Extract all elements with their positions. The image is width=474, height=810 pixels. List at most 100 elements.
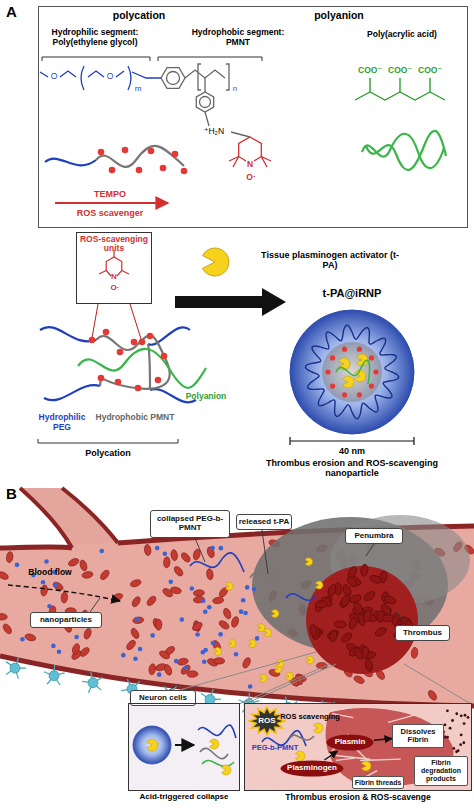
- nanoparticle-dot: [44, 559, 49, 564]
- fibrin-illustration: [431, 757, 453, 775]
- atom-label: O·: [243, 173, 259, 183]
- group-label: COO⁻: [413, 66, 447, 76]
- thrombus-cell: [347, 616, 358, 630]
- leader-line: [90, 530, 410, 690]
- fibrin-illustration: [459, 743, 462, 746]
- nanoparticle-dot: [157, 672, 162, 677]
- callout-box: released t-PA: [236, 514, 292, 530]
- red-blood-cell: [353, 674, 366, 685]
- tempo-dot: [181, 168, 188, 175]
- fibrin-illustration: [262, 707, 470, 786]
- node-text: collapsed PEG-b-PMNT: [151, 515, 229, 533]
- polycation-cartoon: [45, 146, 184, 167]
- thrombus-cell: [309, 624, 317, 637]
- tempo-dot: [131, 339, 138, 346]
- fibrin-illustration: [262, 731, 306, 746]
- red-blood-cell: [206, 568, 214, 580]
- red-blood-cell: [99, 569, 111, 582]
- collapse-illustration: [200, 748, 228, 758]
- thrombus-cell: [405, 625, 413, 638]
- node-text: Neuron cells: [139, 694, 187, 703]
- thrombus-cell: [315, 601, 327, 608]
- nanoparticle-core: [330, 384, 335, 389]
- fibrin-illustration: [449, 727, 452, 730]
- inset-frame: [128, 703, 240, 791]
- fibrin-illustration: [290, 735, 314, 740]
- polycation-cartoon: [45, 159, 96, 166]
- atom-label: O: [49, 72, 59, 82]
- red-blood-cell: [129, 578, 141, 588]
- red-blood-cell: [111, 592, 124, 602]
- peg-structure: [88, 71, 104, 77]
- fibrin-illustration: [444, 736, 447, 739]
- fibrin-illustration: [359, 771, 377, 781]
- nanoparticle-dot: [255, 636, 260, 641]
- red-blood-cell: [163, 557, 170, 568]
- tempo-dot: [89, 337, 96, 344]
- collapse-illustration: [198, 725, 236, 738]
- node-text: ROS: [258, 717, 275, 726]
- fibrin-illustration: [314, 723, 323, 733]
- fibrin-illustration: [444, 723, 447, 726]
- fibrin-illustration: [326, 708, 454, 787]
- annotation-text: Polyanion: [181, 392, 231, 402]
- thrombus-cell: [309, 564, 416, 672]
- polyanion-structure: [370, 78, 430, 92]
- tempo-dot: [89, 329, 168, 392]
- nanoparticle-dot: [31, 573, 36, 578]
- tempo-dot: [109, 167, 116, 174]
- reaction-arrow: [324, 751, 337, 760]
- annotation-text: Polycation: [68, 448, 148, 458]
- red-blood-cell: [180, 551, 192, 563]
- red-blood-cell: [148, 663, 156, 675]
- zoom-line: [245, 664, 336, 704]
- nanoparticle-sphere: [290, 310, 414, 434]
- tempo-dot: [103, 329, 110, 336]
- red-blood-cell: [144, 544, 152, 556]
- fibrin-illustration: [464, 714, 467, 717]
- t-pa-enzyme: [203, 248, 229, 276]
- fibrin-illustration: [362, 761, 371, 771]
- fibrin-illustration: [388, 713, 421, 722]
- polymer-cartoon: [148, 327, 190, 344]
- red-blood-cell: [180, 663, 192, 675]
- polyanion-cartoon: [366, 131, 446, 170]
- fibrin-illustration: [446, 709, 449, 712]
- collapse-illustration: [210, 739, 219, 749]
- annotation-text: Tissue plasminogen activator (t-PA): [260, 250, 400, 270]
- pmnt-structure: [226, 64, 229, 90]
- red-blood-cell: [214, 658, 225, 665]
- thrombus-cell: [326, 583, 337, 597]
- subscript: m: [133, 85, 143, 94]
- node-text: nanoparticles: [40, 616, 92, 625]
- neuron-cell: [127, 684, 137, 694]
- blood-vessel: [0, 488, 474, 706]
- node-text: Plasminogen: [287, 764, 337, 773]
- nanoparticle-dot: [225, 582, 233, 590]
- red-blood-cell: [170, 549, 178, 561]
- collapse-illustration: [133, 725, 236, 775]
- nanoparticle-dot: [248, 684, 253, 689]
- thrombus-cell: [334, 621, 346, 628]
- red-blood-cell: [193, 589, 204, 596]
- node-text: ROS-scavenging units: [78, 235, 150, 254]
- blood-vessel: [20, 488, 118, 548]
- red-blood-cell: [67, 557, 80, 568]
- red-blood-cell: [71, 643, 81, 656]
- red-blood-cell: [132, 616, 144, 624]
- collapse-illustration: [147, 739, 158, 751]
- nanoparticle-core: [369, 384, 374, 389]
- collapse-illustration: [175, 744, 194, 746]
- inset-background: [128, 703, 240, 791]
- thrombus-cell: [364, 659, 374, 672]
- annotation-text: Hydrophilic segment: Poly(ethylene glyco…: [36, 28, 154, 47]
- red-blood-cell: [79, 559, 88, 571]
- zoom-line: [404, 664, 471, 704]
- red-blood-cell: [0, 570, 10, 581]
- nanoparticle-dot: [20, 637, 25, 642]
- callout-box: Penumbra: [345, 528, 403, 544]
- red-blood-cell: [145, 595, 157, 607]
- annotation-text: Hydrophobic segment: PMNT: [188, 28, 288, 47]
- annotation-text: Poly(acrylic acid): [347, 30, 457, 40]
